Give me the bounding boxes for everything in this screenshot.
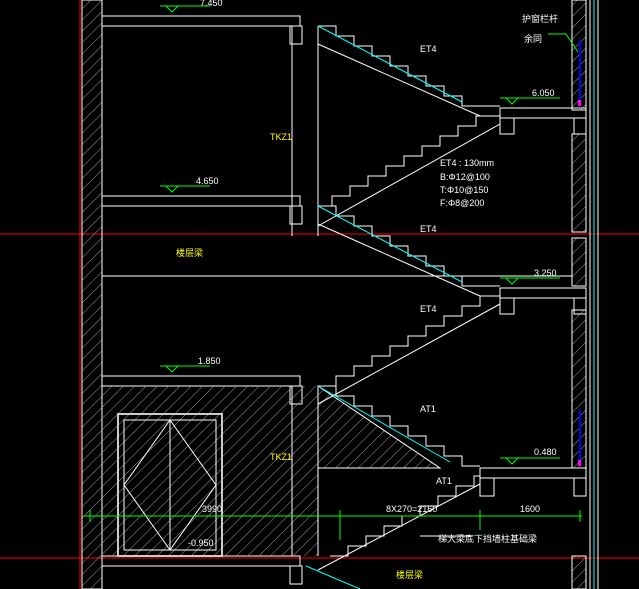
railing-title: 护窗栏杆 — [522, 13, 558, 24]
basement-note: 梯大梁底下挡墙柱基础梁 — [438, 533, 537, 544]
label-et4-b: ET4 — [420, 224, 437, 234]
elevation-markers — [160, 5, 560, 465]
dimension-line — [84, 510, 582, 540]
slab-4650 — [101, 195, 301, 207]
label-at1-b: AT1 — [436, 476, 452, 486]
elev-3250: 3.250 — [534, 268, 557, 278]
et4-spec-dist: F:Φ8@200 — [440, 198, 484, 208]
landing-6050 — [499, 107, 587, 119]
et4-spec-top: T:Φ10@150 — [440, 185, 488, 195]
label-tkz1-a: TKZ1 — [270, 132, 292, 142]
stair-flights — [317, 25, 501, 571]
elev-0480: 0.480 — [534, 447, 557, 457]
elev-4650: 4.650 — [196, 176, 219, 186]
magenta-markers — [578, 100, 581, 466]
label-tkz1-b: TKZ1 — [270, 452, 292, 462]
label-floor-slab-b: 楼层梁 — [396, 569, 423, 580]
landing-0480 — [479, 467, 587, 479]
text-labels: 7.450 6.050 4.650 3.250 1.850 0.480 -0.9… — [176, 0, 558, 580]
elev-neg0950: -0.950 — [188, 538, 214, 548]
right-wall — [571, 0, 599, 589]
dim-steps: 8X270=2160 — [386, 504, 437, 514]
elev-6050: 6.050 — [532, 88, 555, 98]
dim-3990: 3990 — [202, 504, 222, 514]
stair-slab-lines — [305, 25, 463, 589]
label-at1-a: AT1 — [420, 404, 436, 414]
slab-1850 — [101, 375, 301, 387]
label-et4-c: ET4 — [420, 304, 437, 314]
elev-1850: 1.850 — [198, 356, 221, 366]
et4-spec-thickness: ET4 : 130mm — [440, 158, 494, 168]
basement-fill — [102, 385, 442, 556]
railing-leader — [548, 33, 579, 53]
label-floor-slab-a: 楼层梁 — [176, 247, 203, 258]
landing-3250 — [499, 287, 587, 299]
label-et4-a: ET4 — [420, 44, 437, 54]
railing-sub: 余同 — [524, 33, 542, 44]
columns — [291, 26, 319, 556]
et4-spec-bottom: B:Φ12@100 — [440, 172, 490, 182]
dim-1600: 1600 — [520, 504, 540, 514]
elev-7450: 7.450 — [200, 0, 223, 8]
slab-7450 — [101, 15, 301, 27]
left-wall — [81, 0, 103, 589]
window-elevation — [117, 413, 223, 557]
